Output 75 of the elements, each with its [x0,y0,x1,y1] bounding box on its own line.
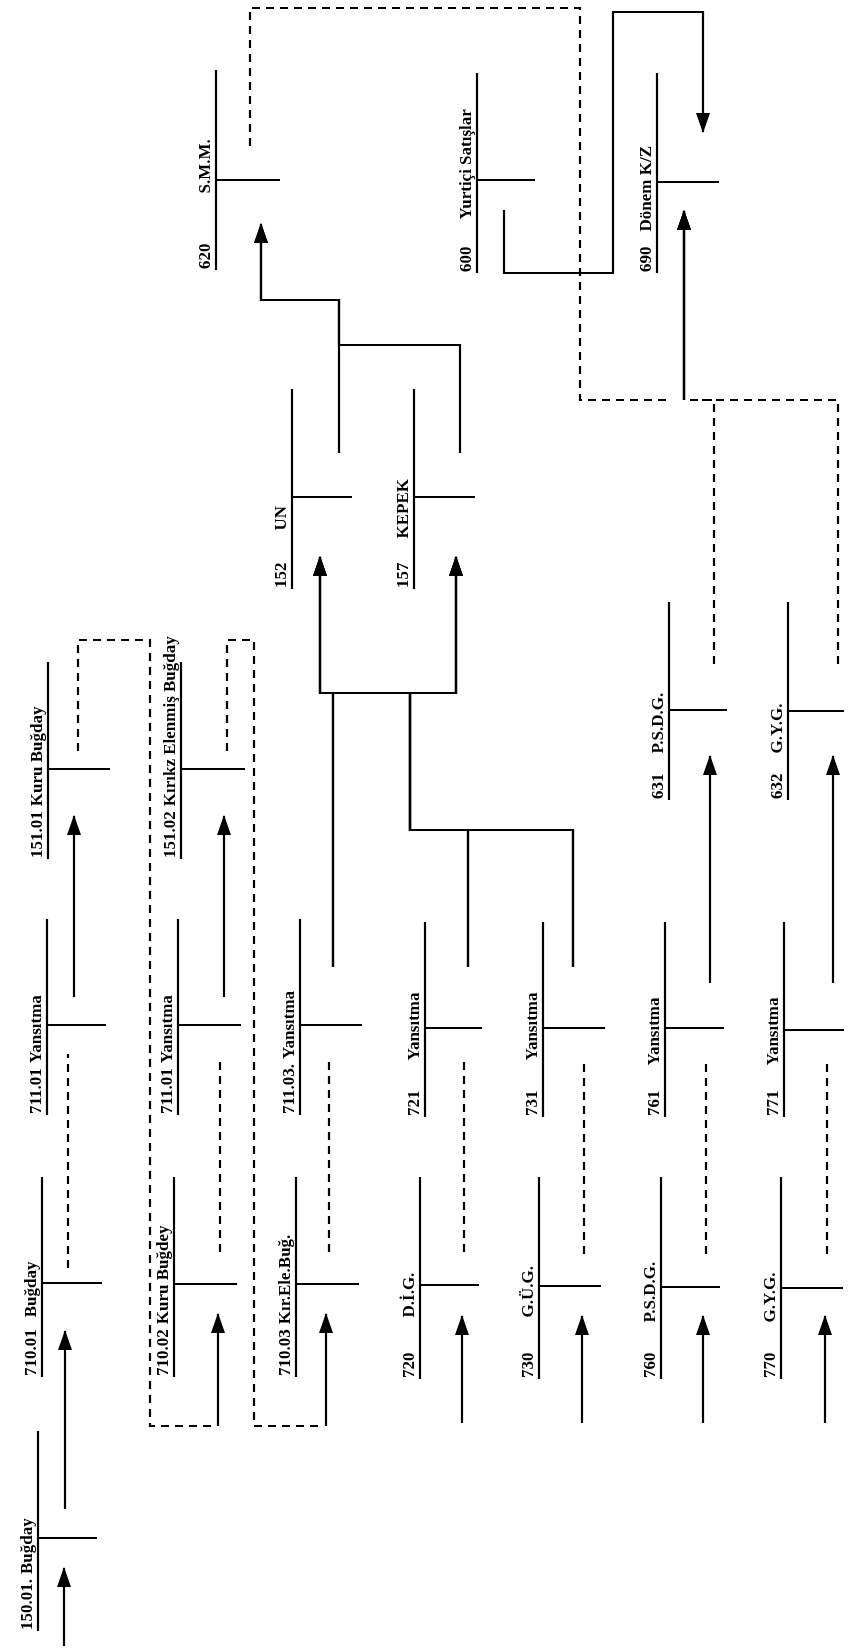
account-number: 690 [637,246,655,272]
account-name: Yurtiçi Satışlar [457,109,475,220]
account-number: 620 [196,243,214,269]
account-number: 721 [405,1090,423,1116]
account-number: 760 [641,1352,659,1378]
connector-line [218,1060,222,1252]
connector-line [462,1060,466,1252]
connector-line [327,1060,331,1252]
account-number: 710.01 [22,1329,40,1376]
t-account [27,662,110,859]
arrow [58,1330,72,1509]
arrow [217,815,231,997]
arrow [502,10,710,275]
arrow [67,815,81,997]
account-number: 152 [272,562,290,588]
account-name: Yansıtma [645,997,663,1066]
account-name: Yansıtma [764,997,782,1066]
account-name: Kuru Buğdey [154,1225,172,1325]
account-number: 711.01 [158,1068,176,1114]
arrow [408,556,575,967]
account-name: D.İ.G. [400,1272,418,1318]
account-name: Kırıkz Elenmiş Buğday [161,636,179,807]
account-name: UN [272,505,290,531]
account-number: 151.01 [28,811,46,858]
account-name: P.S.D.G. [649,692,667,754]
arrow [677,210,840,664]
account-number: 761 [645,1090,663,1116]
t-account [160,635,245,859]
account-name: Buğday [22,1261,40,1318]
account-number: 631 [649,773,667,799]
account-name: G.Y.G. [761,1272,779,1323]
account-number: 711.01 [27,1068,45,1114]
account-name: KEPEK [394,479,412,539]
t-account [17,1431,97,1631]
account-number: 711.03. [280,1063,298,1114]
arrow [696,1315,710,1423]
t-account [21,1177,102,1377]
connector-line [66,1054,70,1268]
account-name: G.Y.G. [768,703,786,754]
account-number: 720 [400,1352,418,1378]
arrow [826,755,840,983]
t-account [456,73,535,273]
account-number: 157 [394,562,412,588]
account-number: 731 [523,1090,541,1116]
t-account [153,1177,237,1377]
account-name: Yansıtma [405,992,423,1061]
t-account [399,1177,479,1379]
arrow [57,1567,71,1646]
t-account [275,1177,359,1377]
account-name: Yansıtma [27,995,45,1064]
account-number: 632 [768,773,786,799]
account-name: Yansıtma [280,990,298,1059]
account-number: 150.01. [18,1579,36,1630]
account-name: Dönem K/Z [637,146,655,232]
account-name: Buğday [18,1518,36,1574]
account-number: 710.03 [276,1329,294,1376]
account-number: 151.02 [161,811,179,858]
arrow [455,1315,469,1423]
account-number: 770 [761,1352,779,1378]
account-name: S.M.M. [196,139,214,194]
t-account [518,1177,601,1379]
account-number: 600 [457,246,475,272]
arrow [575,1315,589,1423]
account-number: 730 [519,1352,537,1378]
arrow [254,223,462,453]
account-name: P.S.D.G. [641,1261,659,1323]
arrow [818,1315,832,1423]
arrow [703,755,717,983]
account-name: Yansıtma [158,995,176,1064]
account-name: G.Ü.G. [519,1266,537,1318]
account-name: Kuru Buğday [28,706,46,807]
account-name: Yansıtma [523,992,541,1061]
account-number: 710.02 [154,1329,172,1376]
account-name: Kır.Ele.Buğ. [276,1234,294,1325]
account-number: 771 [764,1090,782,1116]
